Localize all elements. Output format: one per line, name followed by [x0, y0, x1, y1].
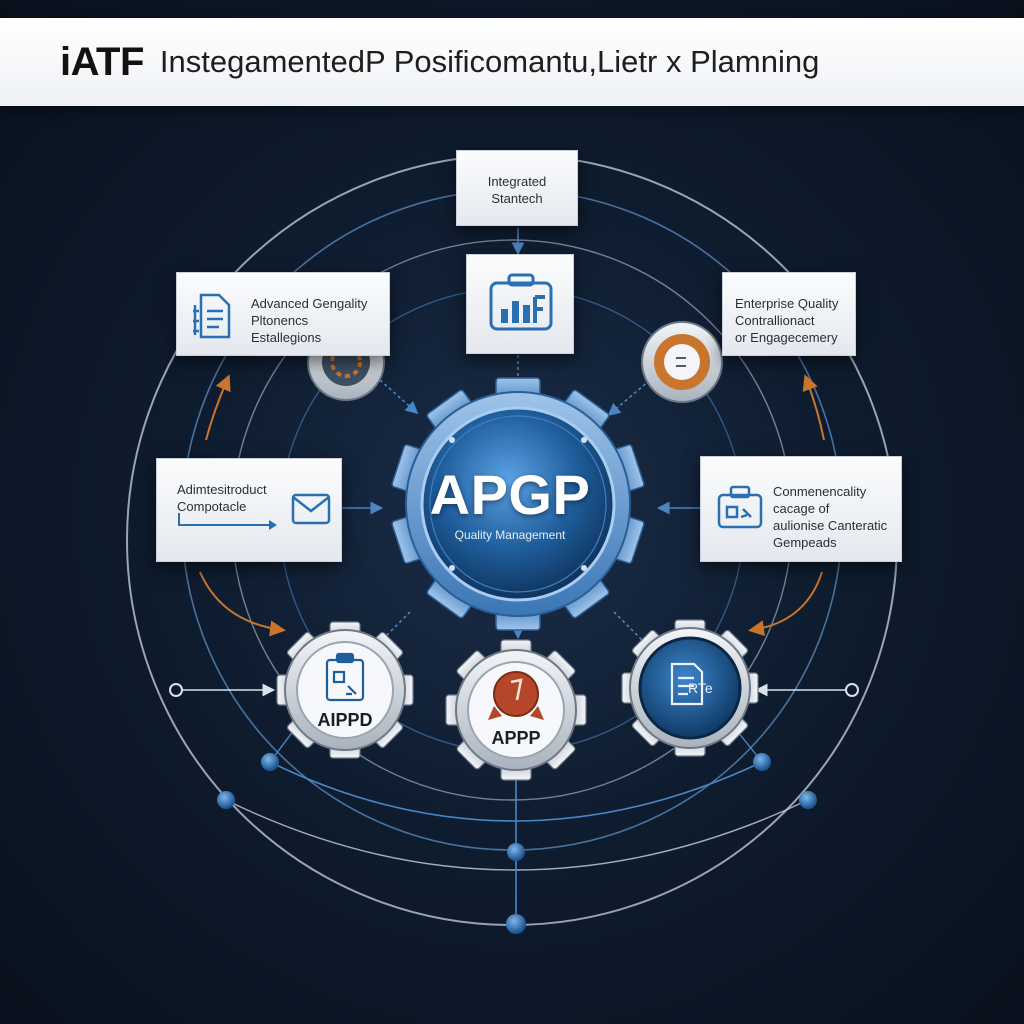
page-title: InstegamentedP Posificomantu,Lietr x Pla… [159, 44, 820, 79]
brand-logo-text: iATF [60, 39, 144, 84]
card-line: Integrated [487, 174, 547, 189]
network-arc-inner [269, 761, 763, 822]
connector-left-upper [379, 379, 419, 415]
orange-arrow-left-down [199, 571, 286, 637]
left-gear [276, 621, 414, 759]
network-node [507, 843, 525, 861]
alert-badge-icon [488, 671, 544, 720]
card-line: Estallegions [251, 330, 322, 345]
envelope-icon [291, 493, 331, 525]
right-gear-label: RTe [688, 680, 713, 696]
document-icon [670, 662, 704, 706]
orange-arrow-left-up [205, 374, 231, 441]
card-line: Gempeads [773, 535, 837, 550]
card-line: or Engagecemery [735, 330, 838, 345]
card-line: cacage of [773, 501, 830, 516]
card-advanced-quality: Advanced Gengality Pltonencs Estallegion… [176, 272, 390, 356]
network-node [506, 914, 526, 934]
card-integrated: Integrated Stantech [456, 150, 578, 226]
card-line: Enterprise Quality [735, 296, 839, 311]
card-line: aulionise Canteratic [773, 518, 888, 533]
hub-title: APGP [429, 463, 591, 526]
orange-arrow-right-up [802, 374, 825, 441]
network-node [217, 791, 235, 809]
network-arc-outer [225, 799, 809, 871]
card-line: Pltonencs [251, 313, 309, 328]
network-node [261, 753, 279, 771]
card-line: Adimtesitroduct [177, 482, 267, 497]
clipboard-icon [325, 652, 365, 702]
toolbox-icon [717, 485, 763, 529]
card-line: Contrallionact [735, 313, 815, 328]
card-line: Advanced Gengality [251, 296, 368, 311]
network-node [753, 753, 771, 771]
hub-gear [391, 377, 645, 631]
card-line: Conmenencality [773, 484, 867, 499]
network-node [169, 683, 183, 697]
card-line: Stantech [491, 191, 543, 206]
network-node [845, 683, 859, 697]
bar-chart-icon [489, 273, 553, 331]
right-gear [621, 619, 759, 757]
title-banner: iATF InstegamentedP Posificomantu,Lietr … [0, 18, 1024, 106]
connector-right-upper [607, 379, 651, 417]
network-node [799, 791, 817, 809]
card-analytics [466, 254, 574, 354]
middle-gear [445, 639, 587, 781]
right-upper-badge [641, 321, 723, 403]
card-line: Compotacle [177, 499, 247, 514]
card-product-compatible: Adimtesitroduct Compotacle [156, 458, 342, 562]
orange-arrow-right-down [748, 571, 823, 637]
arrow-right-icon [178, 513, 277, 530]
card-enterprise-quality: Enterprise Quality Contrallionact or Eng… [722, 272, 856, 356]
document-icon [193, 293, 231, 339]
middle-gear-label: APPP [491, 728, 541, 748]
card-commercial-quality: Conmenencality cacage of aulionise Cante… [700, 456, 902, 562]
left-gear-label: AIPPD [317, 710, 373, 730]
hub-subtitle: Quality Management [454, 528, 566, 542]
